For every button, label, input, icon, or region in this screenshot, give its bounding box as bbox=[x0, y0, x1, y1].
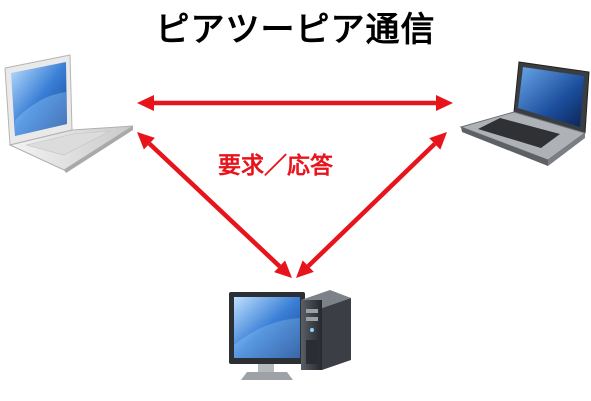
arrowhead-desktop-bottom bbox=[296, 260, 314, 278]
desktop-computer-icon bbox=[229, 290, 351, 380]
dark-laptop-icon bbox=[459, 61, 590, 166]
edge-label: 要求／応答 bbox=[218, 153, 333, 179]
arrow-line bbox=[147, 142, 282, 268]
arrow-laptop-right-to-desktop-bottom bbox=[306, 142, 437, 268]
arrowhead-laptop-right bbox=[436, 95, 453, 111]
arrowhead-laptop-right bbox=[429, 132, 447, 150]
diagram-title: ピアツーピア通信 bbox=[155, 10, 436, 50]
white-laptop-icon bbox=[4, 54, 134, 173]
arrowhead-laptop-left bbox=[137, 95, 154, 111]
arrowhead-laptop-left bbox=[137, 132, 155, 150]
arrow-line bbox=[306, 142, 437, 268]
arrow-laptop-left-to-desktop-bottom bbox=[147, 142, 282, 268]
arrowhead-desktop-bottom bbox=[274, 260, 292, 278]
